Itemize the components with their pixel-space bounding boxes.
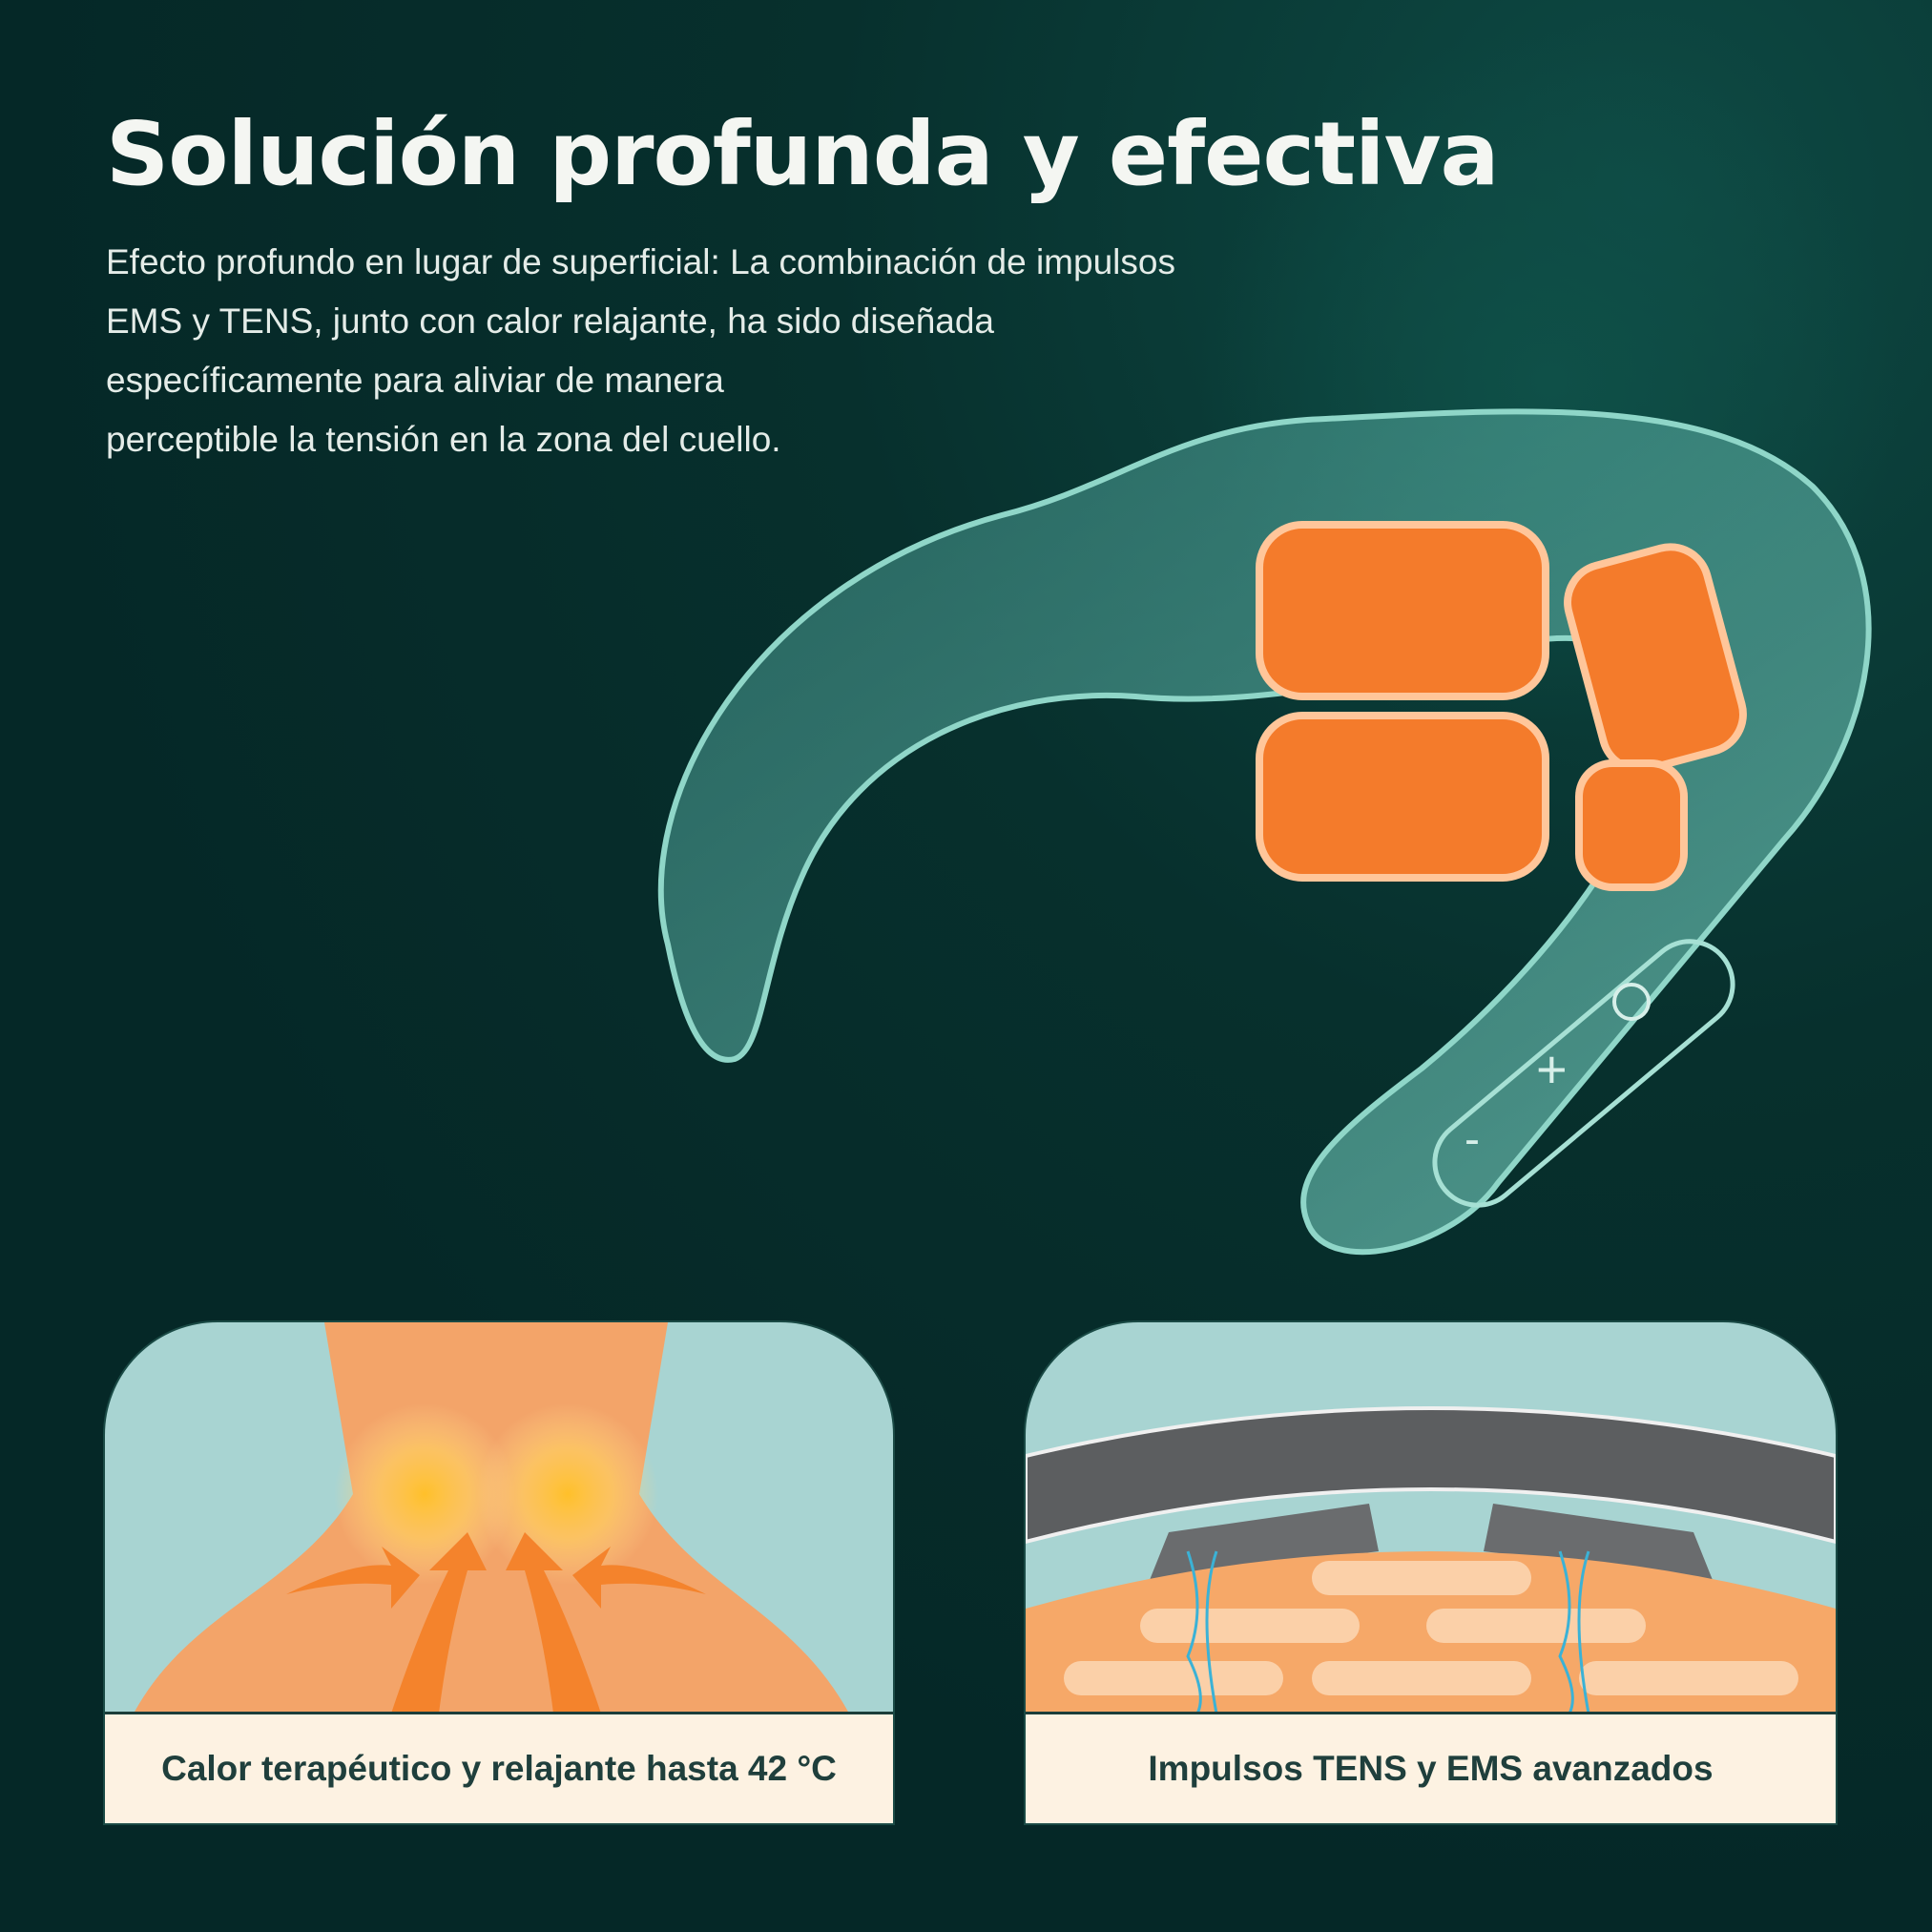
description: Efecto profundo en lugar de superficial:…	[106, 233, 1423, 469]
power-icon	[1612, 983, 1651, 1021]
device-body	[657, 408, 1872, 1256]
neck-heat-icon	[134, 1322, 849, 1714]
control-panel	[1432, 939, 1735, 1208]
feature-card-heat: Calor terapéutico y relajante hasta 42 °…	[103, 1320, 895, 1825]
tens-ems-icon	[1026, 1406, 1836, 1714]
feature-card-tens: Impulsos TENS y EMS avanzados	[1024, 1320, 1838, 1825]
neck-massager-illustration: - +	[657, 408, 1872, 1256]
plus-button: +	[1536, 1039, 1568, 1099]
electrode-pads	[1256, 521, 1747, 891]
description-line: específicamente para aliviar de manera	[106, 361, 724, 400]
card-caption: Calor terapéutico y relajante hasta 42 °…	[105, 1712, 893, 1823]
card-caption: Impulsos TENS y EMS avanzados	[1026, 1712, 1836, 1823]
page-title: Solución profunda y efectiva	[106, 103, 1500, 205]
description-line: perceptible la tensión en la zona del cu…	[106, 420, 781, 459]
description-line: Efecto profundo en lugar de superficial:…	[106, 242, 1175, 281]
minus-button: -	[1465, 1114, 1480, 1165]
description-line: EMS y TENS, junto con calor relajante, h…	[106, 301, 994, 341]
